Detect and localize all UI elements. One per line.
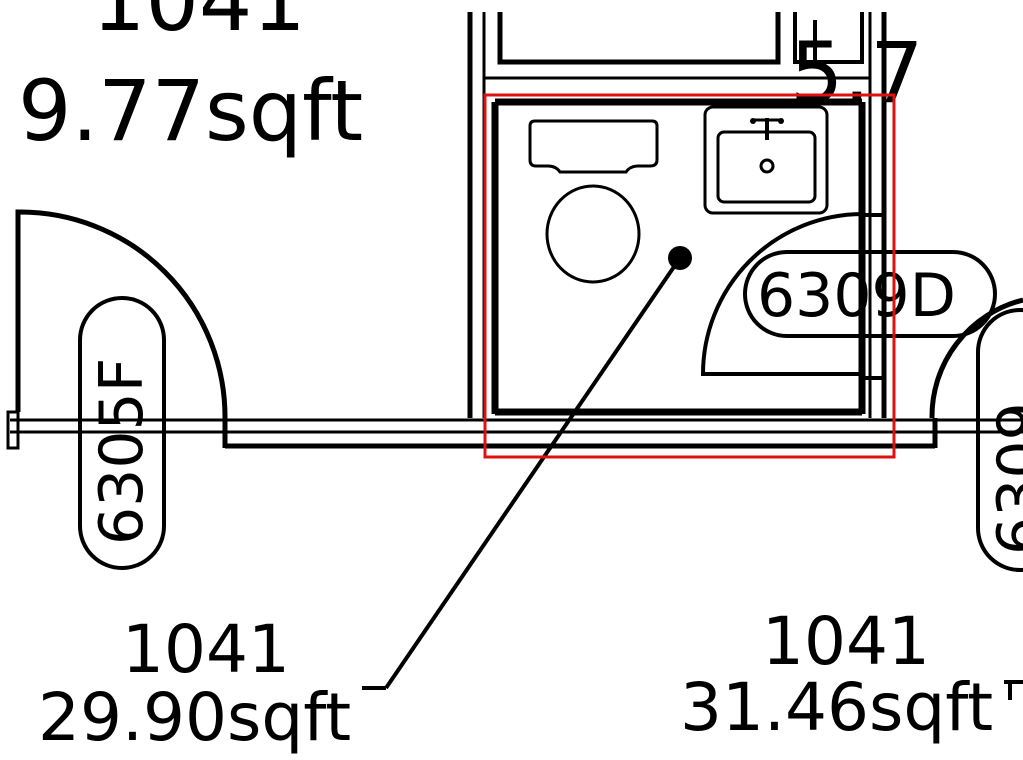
door-tag-left: 6305F — [78, 296, 166, 570]
door-tag-far-right: 6309 — [976, 308, 1023, 572]
door-swing-right-edge — [929, 297, 1023, 419]
door-swing-left — [15, 209, 228, 419]
toilet-bowl-icon — [545, 184, 641, 284]
room-number-top-left: 1041 — [92, 0, 306, 50]
leader-line — [362, 246, 692, 690]
door-swing-bathroom — [700, 212, 863, 376]
door-tag-right: 6309D — [743, 250, 997, 338]
room-number-bottom-right: 1041 — [762, 603, 930, 680]
room-area-bottom-left: 29.90sqft — [38, 679, 351, 756]
door-tag-right-text: 6309D — [757, 261, 956, 331]
toilet-tank-icon — [528, 119, 659, 174]
room-area-bottom-right: 31.46sqft — [680, 669, 993, 746]
sink-icon — [703, 105, 829, 215]
door-tag-far-right-text: 6309 — [985, 402, 1023, 555]
room-number-bottom-left: 1041 — [122, 611, 290, 688]
room-area-top-left: 9.77sqft — [18, 62, 363, 160]
door-tag-left-text: 6305F — [87, 358, 157, 545]
bathroom-walls — [491, 98, 884, 416]
highlight-box — [483, 93, 896, 459]
main-wall — [6, 410, 1023, 450]
